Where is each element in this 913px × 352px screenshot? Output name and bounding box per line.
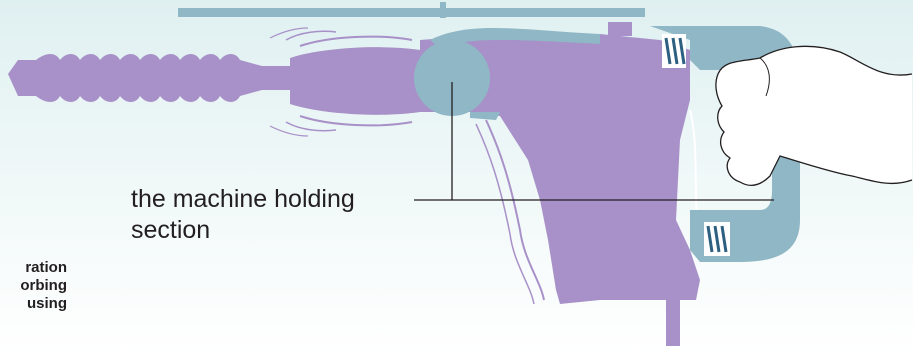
callout-lines bbox=[414, 82, 774, 201]
side-label-line1: ration bbox=[25, 259, 67, 276]
side-label-line3: using bbox=[27, 295, 67, 312]
holding-section-ball bbox=[414, 27, 600, 120]
spring-icon bbox=[662, 34, 730, 256]
side-label-fragments: ration orbing using bbox=[20, 259, 67, 313]
callout-label: the machine holding section bbox=[131, 184, 355, 246]
side-label-line2: orbing bbox=[20, 277, 67, 294]
hand-icon bbox=[715, 45, 913, 187]
hammer-drill-icon bbox=[420, 22, 701, 346]
auxiliary-handle-rod bbox=[178, 2, 645, 18]
callout-label-line2: section bbox=[131, 216, 211, 244]
front-housing bbox=[269, 27, 420, 137]
drill-bit-icon bbox=[8, 54, 300, 102]
callout-label-line1: the machine holding bbox=[131, 185, 355, 213]
